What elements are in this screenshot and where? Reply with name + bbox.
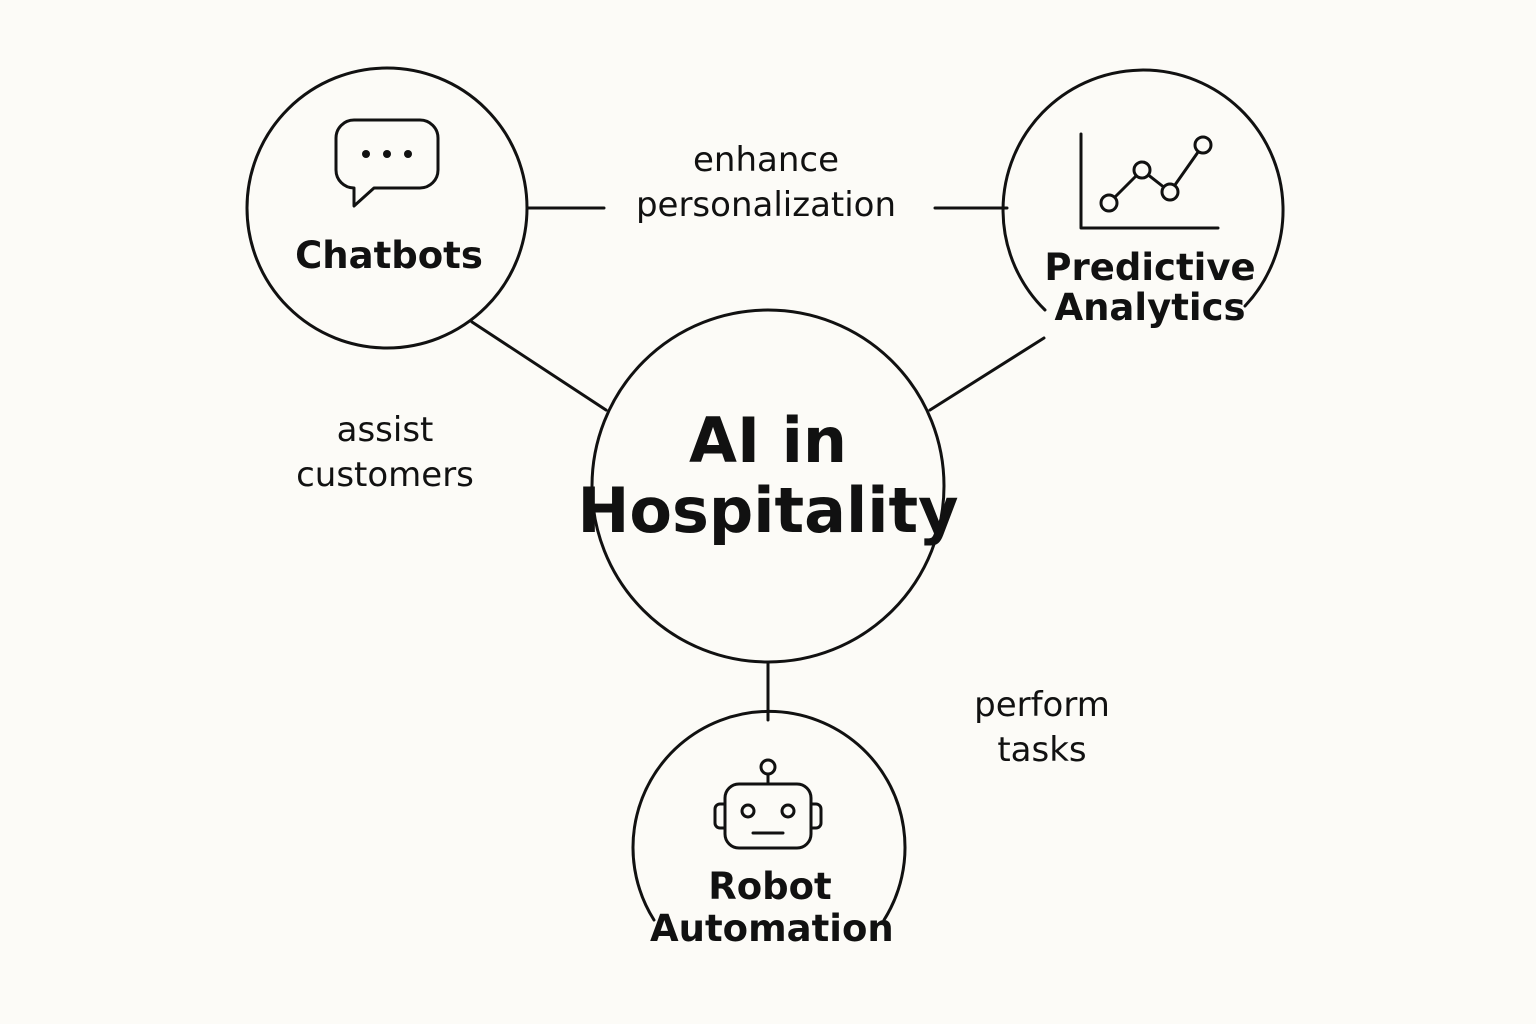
robot-icon [713, 758, 823, 850]
center-node-line-2: Hospitality [577, 474, 959, 547]
line-chart-icon [1079, 132, 1220, 230]
center-node-line-1: AI in [688, 404, 848, 477]
connector-predictive-center [928, 336, 1046, 412]
predictive-analytics-node-label: Predictive Analytics [1030, 248, 1270, 328]
predictive-label-line-2: Analytics [1054, 286, 1246, 329]
edge-label-enhance-line-2: personalization [635, 185, 897, 225]
edge-label-enhance-personalization: enhance personalization [606, 138, 926, 228]
chat-bubble-icon [334, 118, 440, 208]
chatbots-node-label: Chatbots [289, 234, 489, 278]
robot-automation-node-circle [631, 709, 907, 922]
edge-label-perform-line-2: tasks [997, 730, 1087, 770]
chatbots-label-text: Chatbots [295, 234, 483, 277]
connector-chatbots-center [470, 320, 608, 412]
predictive-label-line-1: Predictive [1044, 246, 1256, 289]
robot-automation-node-label: Robot Automation [650, 865, 894, 950]
edge-label-assist-customers: assist customers [275, 408, 495, 498]
center-node-label: AI in Hospitality [568, 406, 968, 546]
chatbots-node-circle [245, 66, 529, 350]
predictive-analytics-node-circle [1001, 68, 1285, 312]
edge-label-enhance-line-1: enhance [692, 140, 839, 180]
edge-label-perform-line-1: perform [974, 685, 1110, 725]
robot-label-line-1: Robot [708, 865, 832, 908]
edge-label-assist-line-2: customers [296, 455, 474, 495]
center-node-circle [590, 308, 946, 664]
robot-label-line-2: Automation [650, 907, 894, 950]
edge-label-assist-line-1: assist [336, 410, 434, 450]
edge-label-perform-tasks: perform tasks [942, 683, 1142, 773]
